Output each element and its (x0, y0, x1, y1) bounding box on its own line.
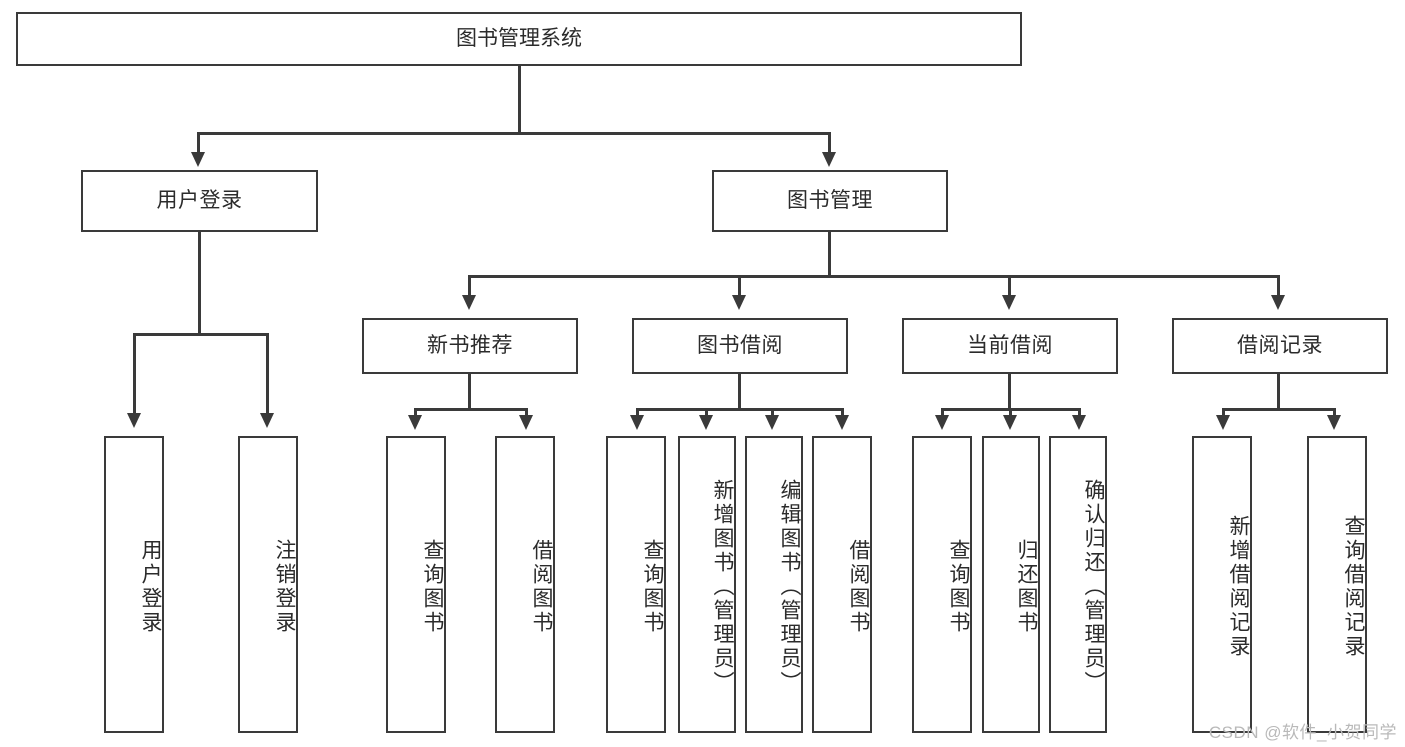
node-label: 图书借阅 (697, 333, 783, 357)
connector-book-borrow-drop-2 (705, 408, 708, 418)
node-label: 借阅图书 (847, 538, 870, 635)
arrow-down-icon (935, 415, 949, 430)
leaf-user-login[interactable]: 用户登录 (104, 436, 164, 733)
node-book-borrow[interactable]: 图书借阅 (632, 318, 848, 374)
connector-book-borrow-drop-3 (771, 408, 774, 418)
connector-book-mgmt-stem (828, 232, 831, 278)
connector-new-book-drop-2 (525, 408, 528, 418)
arrow-down-icon (462, 295, 476, 310)
node-book-management[interactable]: 图书管理 (712, 170, 948, 232)
node-label: 确认归还（管理员） (1082, 478, 1105, 695)
node-label: 编辑图书（管理员） (778, 478, 801, 695)
connector-book-borrow-stem (738, 374, 741, 410)
arrow-down-icon (732, 295, 746, 310)
leaf-add-book-admin[interactable]: 新增图书（管理员） (678, 436, 736, 733)
node-label: 查询图书 (641, 538, 664, 635)
node-user-login[interactable]: 用户登录 (81, 170, 318, 232)
connector-borrow-record-bus (1222, 408, 1336, 411)
connector-new-book-bus (414, 408, 528, 411)
node-label: 用户登录 (156, 188, 243, 212)
connector-current-borrow-drop-2 (1009, 408, 1012, 418)
node-label: 借阅记录 (1237, 333, 1323, 357)
connector-user-login-drop-1 (133, 333, 136, 417)
connector-current-borrow-stem (1008, 374, 1011, 410)
node-root-system[interactable]: 图书管理系统 (16, 12, 1022, 66)
leaf-borrow-book[interactable]: 借阅图书 (812, 436, 872, 733)
connector-book-mgmt-bus (468, 275, 1280, 278)
connector-user-login-bus (133, 333, 269, 336)
arrow-down-icon (835, 415, 849, 430)
node-label: 新书推荐 (427, 333, 513, 357)
node-new-book-recommend[interactable]: 新书推荐 (362, 318, 578, 374)
connector-root-drop-2 (828, 132, 831, 154)
node-label: 当前借阅 (967, 333, 1053, 357)
arrow-down-icon (1072, 415, 1086, 430)
arrow-down-icon (519, 415, 533, 430)
leaf-confirm-return-admin[interactable]: 确认归还（管理员） (1049, 436, 1107, 733)
connector-new-book-stem (468, 374, 471, 410)
arrow-down-icon (765, 415, 779, 430)
leaf-query-book-current[interactable]: 查询图书 (912, 436, 972, 733)
leaf-borrow-book-new[interactable]: 借阅图书 (495, 436, 555, 733)
node-label: 查询图书 (421, 538, 444, 635)
connector-borrow-record-drop-1 (1222, 408, 1225, 418)
connector-book-borrow-drop-4 (841, 408, 844, 418)
arrow-down-icon (1327, 415, 1341, 430)
arrow-down-icon (1271, 295, 1285, 310)
node-borrow-record[interactable]: 借阅记录 (1172, 318, 1388, 374)
connector-book-mgmt-drop-4 (1277, 275, 1280, 299)
arrow-down-icon (630, 415, 644, 430)
connector-borrow-record-stem (1277, 374, 1280, 410)
connector-user-login-stem (198, 232, 201, 336)
node-label: 查询借阅记录 (1342, 514, 1365, 659)
arrow-down-icon (191, 152, 205, 167)
node-label: 借阅图书 (530, 538, 553, 635)
node-label: 图书管理系统 (456, 26, 582, 50)
arrow-down-icon (408, 415, 422, 430)
arrow-down-icon (1216, 415, 1230, 430)
node-label: 新增图书（管理员） (711, 478, 734, 695)
leaf-edit-book-admin[interactable]: 编辑图书（管理员） (745, 436, 803, 733)
leaf-query-book-new[interactable]: 查询图书 (386, 436, 446, 733)
node-label: 新增借阅记录 (1227, 514, 1250, 659)
leaf-return-book[interactable]: 归还图书 (982, 436, 1040, 733)
arrow-down-icon (699, 415, 713, 430)
leaf-logout[interactable]: 注销登录 (238, 436, 298, 733)
connector-book-mgmt-drop-1 (468, 275, 471, 299)
connector-borrow-record-drop-2 (1333, 408, 1336, 418)
arrow-down-icon (127, 413, 141, 428)
arrow-down-icon (260, 413, 274, 428)
connector-root-stem (518, 66, 521, 134)
leaf-add-borrow-record[interactable]: 新增借阅记录 (1192, 436, 1252, 733)
arrow-down-icon (1002, 295, 1016, 310)
leaf-query-book-borrow[interactable]: 查询图书 (606, 436, 666, 733)
connector-book-borrow-drop-1 (636, 408, 639, 418)
connector-current-borrow-drop-1 (941, 408, 944, 418)
node-label: 查询图书 (947, 538, 970, 635)
connector-root-drop-1 (197, 132, 200, 154)
connector-user-login-drop-2 (266, 333, 269, 417)
connector-book-borrow-bus (636, 408, 844, 411)
node-label: 图书管理 (787, 188, 873, 212)
connector-new-book-drop-1 (414, 408, 417, 418)
arrow-down-icon (1003, 415, 1017, 430)
arrow-down-icon (822, 152, 836, 167)
connector-root-bus (197, 132, 831, 135)
connector-current-borrow-drop-3 (1078, 408, 1081, 418)
connector-book-mgmt-drop-3 (1008, 275, 1011, 299)
node-label: 归还图书 (1015, 538, 1038, 635)
watermark: CSDN @软件_小贺同学 (1208, 723, 1397, 742)
node-label: 用户登录 (139, 538, 162, 635)
node-label: 注销登录 (273, 538, 296, 635)
node-current-borrow[interactable]: 当前借阅 (902, 318, 1118, 374)
leaf-query-borrow-record[interactable]: 查询借阅记录 (1307, 436, 1367, 733)
connector-book-mgmt-drop-2 (738, 275, 741, 299)
